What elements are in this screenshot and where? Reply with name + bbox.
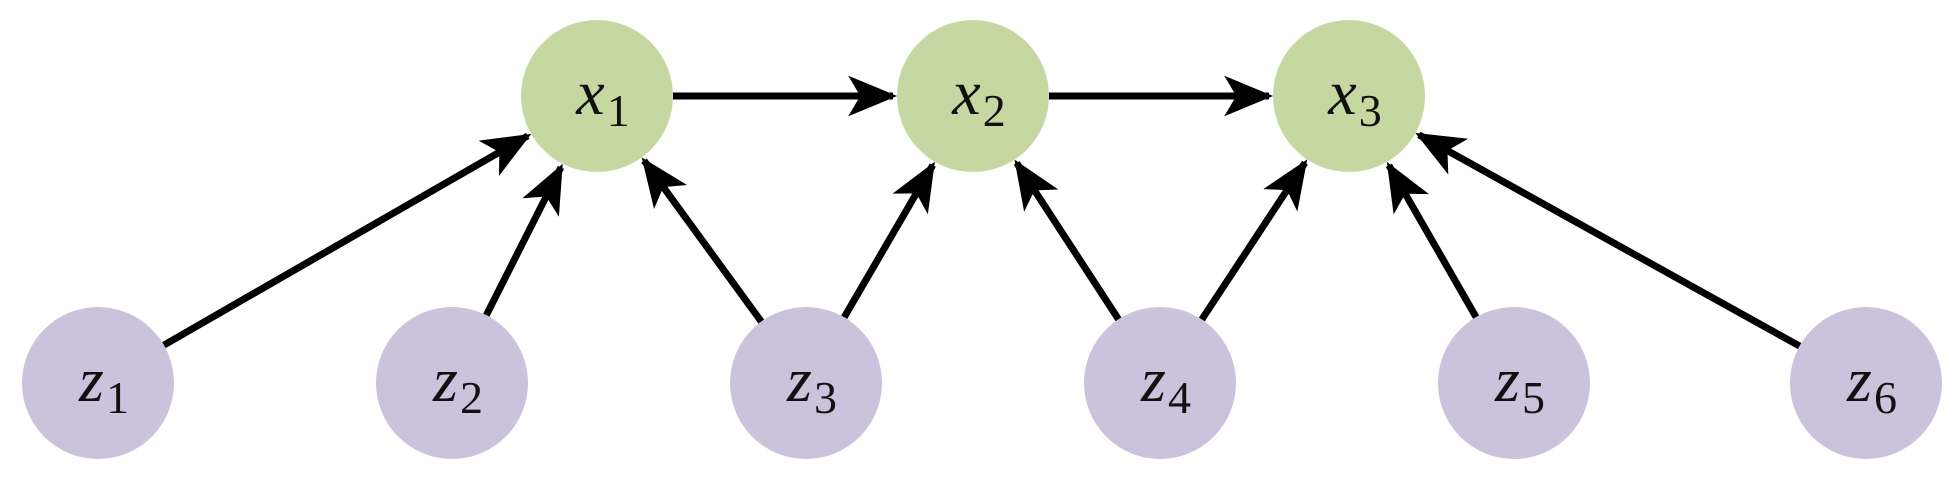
node-circle-x3	[1273, 20, 1425, 172]
node-label-z1: z1	[78, 344, 129, 423]
edge-z2-to-x1	[483, 163, 565, 317]
node-subscript-z4: 4	[1168, 372, 1191, 423]
node-letter-z2: z	[432, 344, 458, 415]
edge-z4-to-x2	[1013, 159, 1122, 322]
node-letter-x2: x	[951, 57, 980, 128]
node-label-z6: z6	[1846, 344, 1897, 423]
node-circle-z6	[1790, 307, 1942, 459]
node-label-z3: z3	[786, 344, 837, 423]
node-subscript-z3: 3	[814, 372, 837, 423]
node-letter-x3: x	[1327, 57, 1356, 128]
edge-z5-to-x3	[1385, 161, 1480, 319]
node-circle-x2	[897, 20, 1049, 172]
node-label-z4: z4	[1140, 344, 1191, 423]
node-label-z5: z5	[1494, 344, 1545, 423]
node-letter-x1: x	[575, 57, 604, 128]
node-subscript-z2: 2	[460, 372, 483, 423]
node-letter-z3: z	[786, 344, 812, 415]
node-letter-z5: z	[1494, 344, 1520, 415]
node-subscript-z6: 6	[1874, 372, 1897, 423]
node-subscript-x1: 1	[607, 85, 630, 136]
edge-z1-to-x1	[162, 132, 532, 349]
node-z1: z1	[22, 307, 174, 459]
node-circle-z1	[22, 307, 174, 459]
node-label-x3: x3	[1327, 57, 1381, 136]
node-z2: z2	[376, 307, 528, 459]
node-letter-z4: z	[1140, 344, 1166, 415]
node-label-x2: x2	[951, 57, 1005, 136]
node-circle-x1	[521, 20, 673, 172]
node-subscript-z1: 1	[106, 372, 129, 423]
node-x2: x2	[897, 20, 1049, 172]
node-circle-z5	[1438, 307, 1590, 459]
node-letter-z6: z	[1846, 344, 1872, 415]
edge-z4-to-x3	[1198, 159, 1308, 322]
node-letter-z1: z	[78, 344, 104, 415]
node-label-z2: z2	[432, 344, 483, 423]
node-x3: x3	[1273, 20, 1425, 172]
node-subscript-z5: 5	[1522, 372, 1545, 423]
edge-z3-to-x2	[841, 161, 936, 320]
edge-z6-to-x3	[1415, 131, 1802, 350]
node-z6: z6	[1790, 307, 1942, 459]
node-circle-z2	[376, 307, 528, 459]
node-subscript-x3: 3	[1359, 85, 1382, 136]
node-label-x1: x1	[575, 57, 629, 136]
edge-z3-to-x1	[641, 157, 765, 324]
node-z5: z5	[1438, 307, 1590, 459]
node-x1: x1	[521, 20, 673, 172]
node-subscript-x2: 2	[983, 85, 1006, 136]
node-circle-z3	[730, 307, 882, 459]
node-circle-z4	[1084, 307, 1236, 459]
node-z4: z4	[1084, 307, 1236, 459]
edges-layer	[162, 75, 1802, 350]
node-z3: z3	[730, 307, 882, 459]
